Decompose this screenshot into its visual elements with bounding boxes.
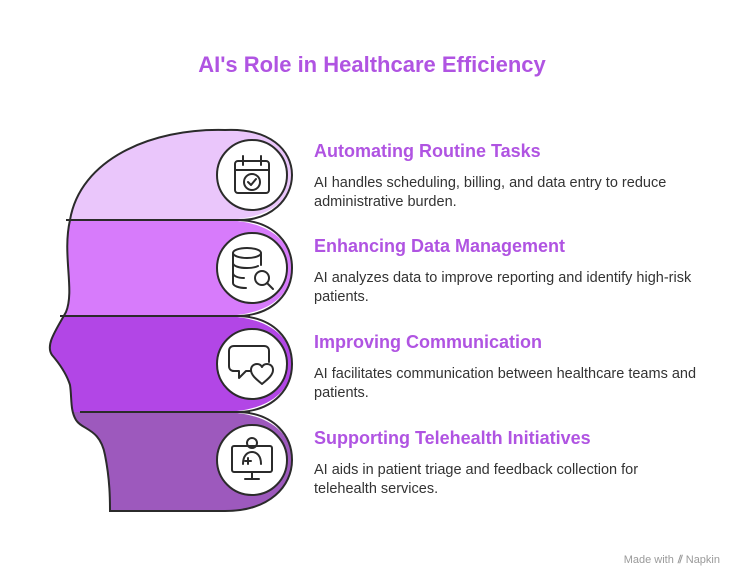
page-title: AI's Role in Healthcare Efficiency <box>198 52 546 77</box>
calendar-check-icon <box>216 139 288 211</box>
database-search-icon <box>216 232 288 304</box>
napkin-logo-icon: ⫽ <box>677 554 683 566</box>
head-band-3 <box>49 316 225 412</box>
brand-label: Napkin <box>685 554 720 566</box>
item-title: Improving Communication <box>314 332 543 352</box>
item-enhancing-data-management: Enhancing Data Management AI analyzes da… <box>314 235 704 307</box>
item-description: AI aids in patient triage and feedback c… <box>314 462 639 497</box>
item-description: AI analyzes data to improve reporting an… <box>314 270 692 305</box>
chat-heart-icon <box>216 328 288 400</box>
item-improving-communication: Improving Communication AI facilitates c… <box>314 331 704 403</box>
made-with-label: Made with <box>623 554 674 566</box>
item-description: AI facilitates communication between hea… <box>314 366 697 401</box>
item-supporting-telehealth: Supporting Telehealth Initiatives AI aid… <box>314 427 704 499</box>
telehealth-monitor-icon <box>216 424 288 496</box>
head-band-2 <box>49 220 225 316</box>
item-title: Automating Routine Tasks <box>314 141 541 161</box>
item-title: Enhancing Data Management <box>314 236 566 256</box>
item-description: AI handles scheduling, billing, and data… <box>314 175 667 210</box>
item-automating-routine-tasks: Automating Routine Tasks AI handles sche… <box>314 140 704 212</box>
item-title: Supporting Telehealth Initiatives <box>314 428 591 448</box>
napkin-watermark: Made with⫽Napkin <box>624 554 720 567</box>
head-outline <box>48 128 294 512</box>
